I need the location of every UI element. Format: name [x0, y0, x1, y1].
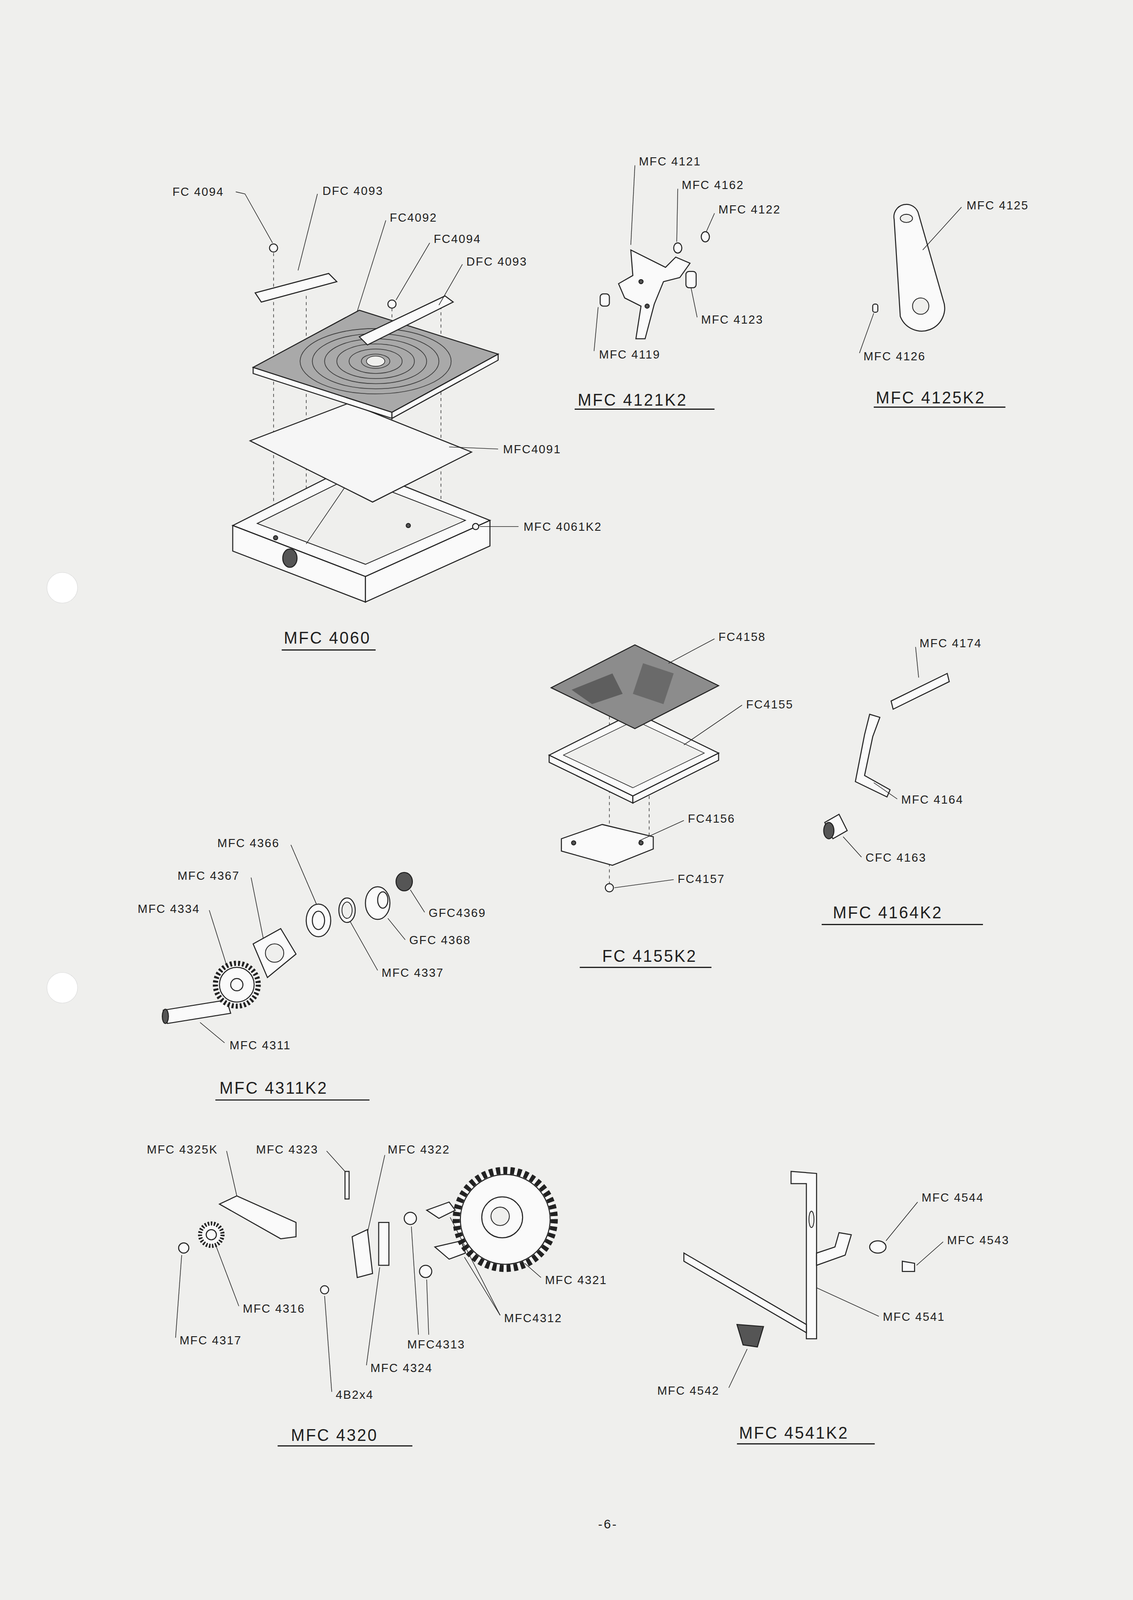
- part-number: MFC 4061K2: [522, 520, 603, 533]
- part-number: DFC 4093: [465, 255, 529, 268]
- part-number: MFC4312: [503, 1311, 563, 1325]
- part-number: MFC 4125: [965, 198, 1030, 212]
- part-number: MFC 4126: [862, 349, 927, 363]
- part-number: MFC 4544: [920, 1191, 985, 1204]
- part-number: MFC 4324: [369, 1361, 434, 1375]
- part-number: FC4094: [432, 232, 483, 246]
- part-number: MFC 4123: [700, 313, 765, 326]
- page-number: -6-: [598, 1517, 618, 1531]
- part-number: MFC 4542: [656, 1384, 721, 1397]
- part-number: FC4092: [388, 211, 439, 224]
- part-number: MFC 4164: [900, 793, 964, 806]
- title-underlines: [215, 406, 1006, 1446]
- punch-hole: [47, 572, 78, 604]
- screen-frame-assembly: [549, 644, 719, 892]
- assembly-title: FC 4155K2: [602, 948, 698, 965]
- part-number: MFC 4317: [178, 1333, 243, 1347]
- gear-shaft-assembly: [162, 872, 413, 1024]
- part-number: MFC 4543: [946, 1233, 1011, 1247]
- leader-lines: [175, 165, 962, 1392]
- part-number: MFC 4334: [136, 902, 201, 916]
- part-number: MFC 4337: [380, 966, 445, 979]
- part-number: MFC 4321: [543, 1273, 608, 1287]
- part-number: MFC 4162: [680, 178, 745, 192]
- assembly-title: MFC 4164K2: [832, 904, 943, 921]
- assembly-title: MFC 4541K2: [739, 1424, 849, 1442]
- lever-assembly: [600, 231, 710, 339]
- part-number: MFC 4174: [918, 636, 983, 650]
- part-number: MFC 4121: [638, 154, 703, 168]
- punch-hole: [47, 972, 78, 1003]
- part-number: MFC4313: [406, 1337, 466, 1351]
- part-number: MFC 4325K: [145, 1142, 219, 1156]
- part-number: FC4157: [676, 872, 727, 886]
- assembly-title: MFC 4125K2: [875, 389, 986, 407]
- part-number: GFC4369: [427, 906, 488, 920]
- part-number: MFC 4311: [228, 1038, 292, 1052]
- part-number: CFC 4163: [864, 851, 928, 864]
- assembly-title: MFC 4121K2: [577, 392, 688, 409]
- release-lever-assembly: [683, 1171, 915, 1347]
- part-number: 4B2x4: [334, 1388, 375, 1401]
- part-number: MFC 4541: [881, 1310, 946, 1323]
- focusing-screen-assembly: [232, 243, 499, 602]
- part-number: DFC 4093: [321, 184, 385, 198]
- part-number: MFC 4366: [216, 836, 281, 850]
- assembly-title: MFC 4311K2: [219, 1079, 328, 1097]
- assembly-title: MFC 4060: [283, 629, 371, 647]
- link-arm: [872, 204, 945, 332]
- part-number: GFC 4368: [408, 933, 472, 947]
- part-number: MFC4091: [502, 442, 562, 456]
- part-number: MFC 4119: [598, 348, 662, 361]
- spring-bracket: [823, 673, 950, 839]
- assembly-title: MFC 4320: [290, 1427, 378, 1444]
- part-number: MFC 4122: [717, 203, 782, 216]
- part-number: FC4156: [687, 812, 737, 825]
- part-number: FC4155: [745, 697, 795, 711]
- part-number: FC 4094: [171, 185, 225, 199]
- part-number: MFC 4316: [242, 1302, 306, 1315]
- part-number: MFC 4323: [255, 1142, 320, 1156]
- part-number: MFC 4367: [176, 869, 241, 882]
- part-number: MFC 4322: [387, 1142, 451, 1156]
- part-number: FC4158: [717, 630, 767, 644]
